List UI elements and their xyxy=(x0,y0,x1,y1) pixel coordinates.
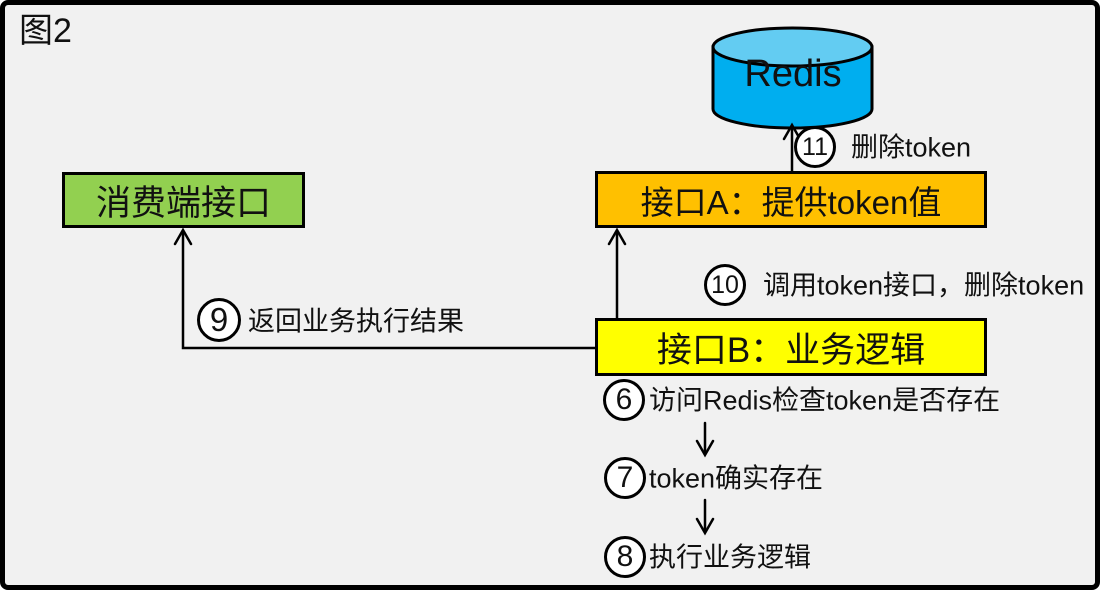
step-11-number: 11 xyxy=(802,132,828,161)
step-9-text: 返回业务执行结果 xyxy=(248,306,464,337)
arrow-step7-to-step8 xyxy=(695,498,715,536)
step-11-circle: 11 xyxy=(794,126,836,168)
step-8-number: 8 xyxy=(616,540,634,573)
step-6-text: 访问Redis检查token是否存在 xyxy=(649,385,1001,416)
consumer-interface-node: 消费端接口 xyxy=(62,172,305,228)
step-9-circle: 9 xyxy=(197,298,241,342)
consumer-interface-label: 消费端接口 xyxy=(95,183,271,223)
interface-a-node: 接口A：提供token值 xyxy=(595,171,987,228)
step-9-number: 9 xyxy=(209,301,229,338)
redis-node-label: Redis xyxy=(744,53,842,95)
step-8-circle: 8 xyxy=(604,536,646,578)
step-7-circle: 7 xyxy=(604,457,646,499)
step-6-circle: 6 xyxy=(603,379,645,421)
interface-a-label: 接口A：提供token值 xyxy=(640,183,942,221)
step-11-text: 删除token xyxy=(851,132,972,163)
interface-b-node: 接口B：业务逻辑 xyxy=(595,318,987,376)
step-8-text: 执行业务逻辑 xyxy=(649,542,811,573)
step-10-text: 调用token接口，删除token xyxy=(763,270,1085,301)
step-7-number: 7 xyxy=(616,461,634,494)
arrow-step6-to-step7 xyxy=(695,421,715,458)
interface-b-label: 接口B：业务逻辑 xyxy=(656,330,926,370)
step-10-circle: 10 xyxy=(704,264,746,306)
figure-label: 图2 xyxy=(19,12,72,50)
step-6-number: 6 xyxy=(615,383,633,416)
step-7-text: token确实存在 xyxy=(649,463,824,494)
arrow-interface-b-to-interface-a xyxy=(607,227,627,320)
step-10-number: 10 xyxy=(711,270,739,299)
